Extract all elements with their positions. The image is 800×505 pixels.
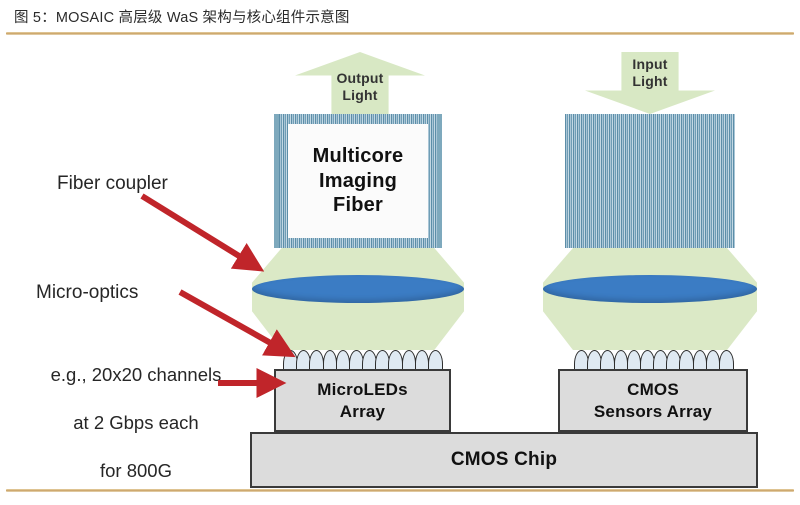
- input-light-label-line2: Light: [632, 73, 668, 89]
- microlens: [718, 350, 734, 370]
- callout-fiber-coupler: Fiber coupler: [57, 173, 168, 194]
- caption-divider-top: [6, 32, 794, 35]
- micro-optics-lens-left: [252, 275, 464, 303]
- microlens: [388, 350, 404, 370]
- cmos-chip-label: CMOS Chip: [450, 449, 558, 471]
- callout-channels-line1: e.g., 20x20 channels: [50, 364, 222, 386]
- cmos-sensors-label-line1: CMOS: [627, 380, 679, 400]
- output-light-label-line1: Output: [336, 70, 384, 86]
- microleds-array-label-line2: Array: [339, 401, 386, 421]
- multicore-imaging-fiber-label-box: Multicore Imaging Fiber: [288, 124, 428, 238]
- microleds-array-box: MicroLEDs Array: [274, 369, 451, 432]
- callout-channels-line2: at 2 Gbps each: [73, 412, 199, 434]
- fiber-label-line2: Imaging: [318, 169, 398, 192]
- multicore-imaging-fiber-right: [565, 114, 735, 248]
- microlens-array-left: [283, 350, 443, 370]
- microlens: [679, 350, 695, 370]
- callout-channels-line3: for 800G: [100, 460, 172, 482]
- caption-divider-bottom: [6, 489, 794, 492]
- microlens: [309, 350, 325, 370]
- figure-caption: 图 5：MOSAIC 高层级 WaS 架构与核心组件示意图: [14, 10, 350, 26]
- micro-optics-lens-right: [543, 275, 757, 303]
- cmos-sensors-array-box: CMOS Sensors Array: [558, 369, 748, 432]
- output-light-label-line2: Light: [342, 87, 378, 103]
- microlens: [427, 350, 443, 370]
- arrow-fiber-coupler: [140, 193, 265, 272]
- callout-micro-optics: Micro-optics: [36, 282, 139, 303]
- input-light-label-line1: Input: [632, 56, 668, 72]
- microlens-array-right: [574, 350, 734, 370]
- cmos-chip-box: CMOS Chip: [250, 432, 758, 488]
- callout-channels: e.g., 20x20 channels at 2 Gbps each for …: [16, 339, 256, 505]
- microleds-array-label-line1: MicroLEDs: [317, 380, 408, 400]
- architecture-diagram: Output Light Multicore Imaging Fiber Mic…: [0, 38, 800, 488]
- microlens: [600, 350, 616, 370]
- cmos-sensors-label-line2: Sensors Array: [593, 401, 713, 421]
- fiber-label-line1: Multicore: [312, 145, 404, 168]
- fiber-label-line3: Fiber: [333, 194, 383, 217]
